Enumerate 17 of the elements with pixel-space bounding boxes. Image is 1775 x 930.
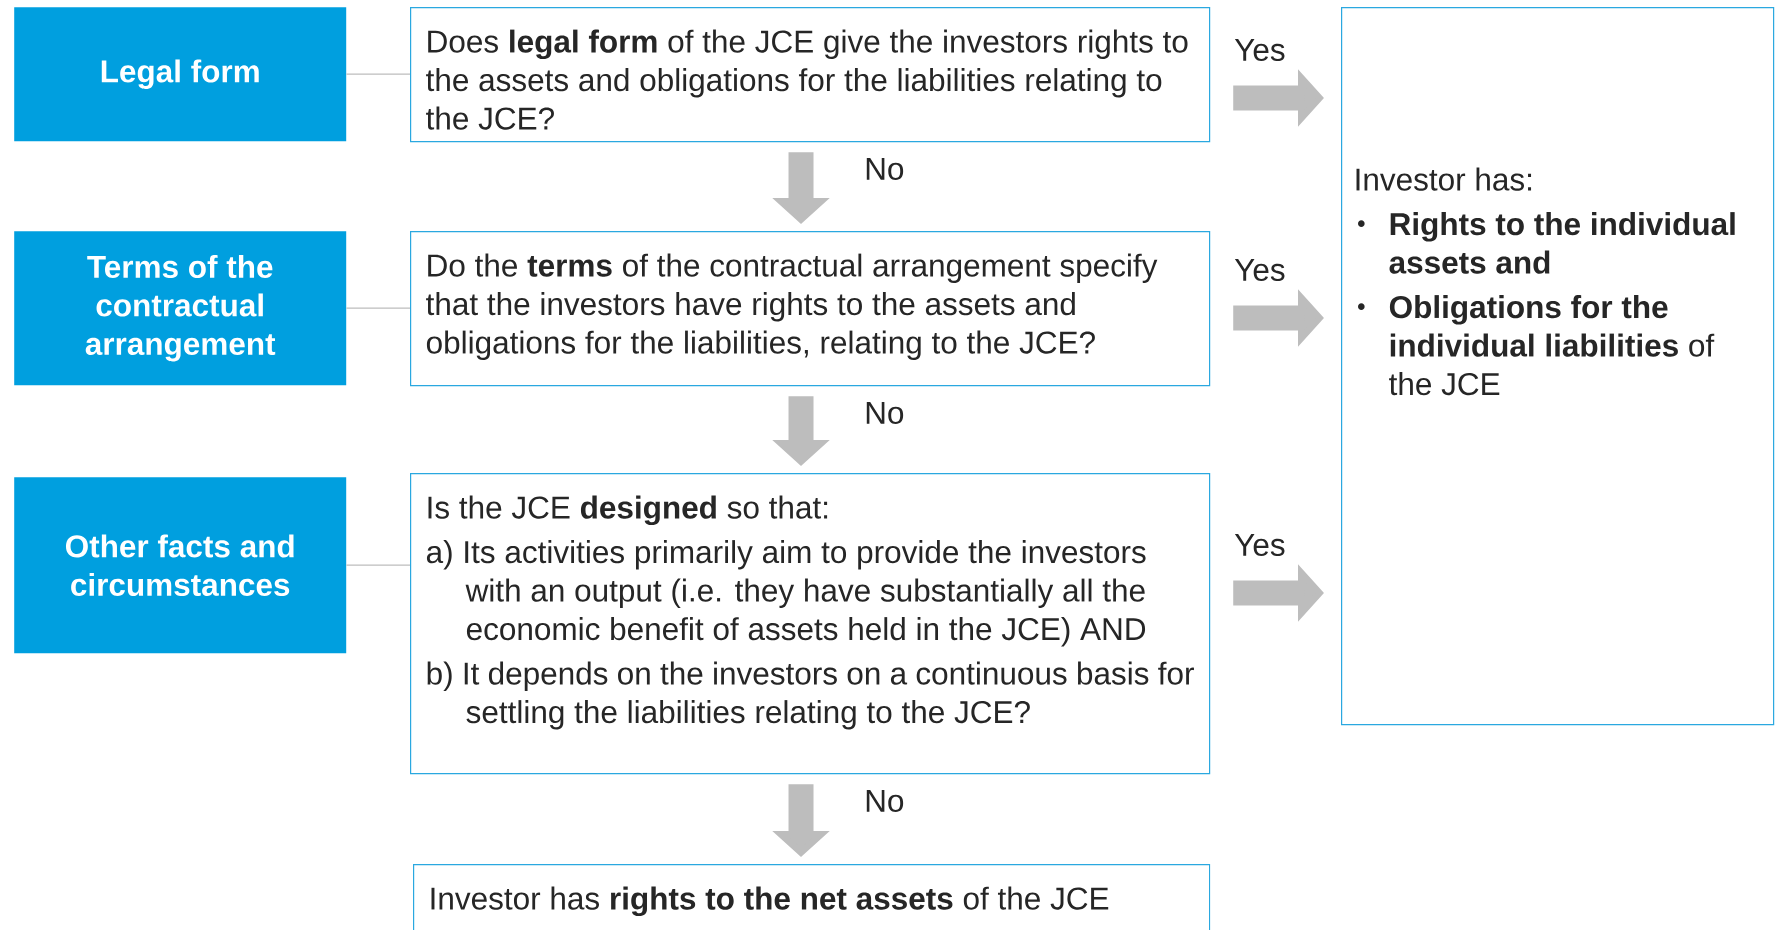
edge-label: No xyxy=(866,402,904,424)
outcome-box: Investor has: Rights to the individual assets and Obligations for the individual liabilities of the JCE xyxy=(1341,7,1775,726)
question-box: Does legal form of the JCE give the investors rights to the assets and obligations for the liabilities relating to the JCE? xyxy=(410,7,1211,143)
connector-line xyxy=(345,564,411,566)
edge-label: Yes xyxy=(1234,259,1285,281)
edge-label: Yes xyxy=(1234,39,1285,61)
edge-label: Yes xyxy=(1234,534,1285,556)
category-box: Legal form xyxy=(14,7,347,142)
connector-line xyxy=(345,307,411,309)
edge-label: No xyxy=(866,158,904,180)
edge-label: No xyxy=(866,790,904,812)
question-box: Do the terms of the contractual arrangement specify that the investors have rights to the assets and obligations for the liabilities, relating to the JCE? xyxy=(410,231,1211,387)
connector-line xyxy=(345,73,411,75)
outcome-box: Investor has rights to the net assets of the JCE xyxy=(413,864,1211,930)
question-box: Is the JCE designed so that: a) Its activities primarily aim to provide the investors with an output (i.e. they have substantially all the economic benefit of assets held in the JCE) AND b) It depends on the investors on a continuous basis for settling the liabilities relating to the JCE? xyxy=(410,473,1211,775)
category-box: Terms of the contractual arrangement xyxy=(14,231,347,386)
category-box: Other facts and circumstances xyxy=(14,477,347,654)
